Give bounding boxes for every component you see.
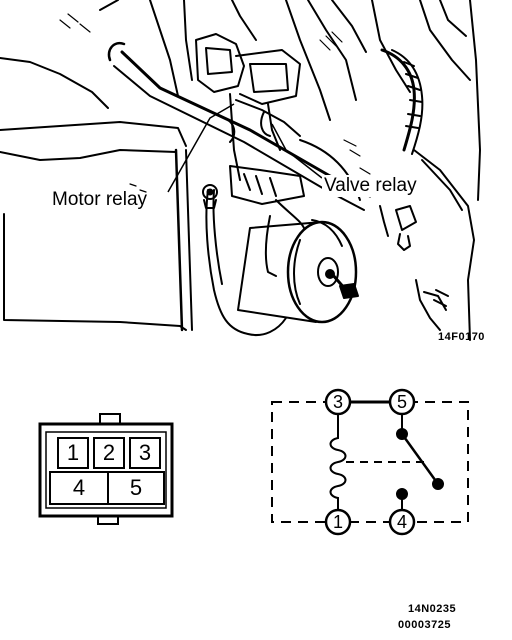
connector-cell-1 [57,437,89,469]
motor-relay-label: Motor relay [52,189,148,210]
connector-diagram [38,413,174,525]
contact-nc [396,488,408,500]
relay-schematic [271,388,469,536]
terminal-3 [324,388,352,416]
footer-code-1: 14N0235 [408,603,457,615]
connector-pin-3: 3 [138,440,152,465]
footer-code-2: 00003725 [398,619,451,631]
connector-bottom-tab [97,516,119,525]
relay-terminal-5-label: 5 [396,392,407,412]
relay-switch-arm [400,433,440,485]
connector-pin-4: 4 [72,475,86,500]
connector-body [38,422,174,518]
connector-pin-1: 1 [66,440,80,465]
valve-relay-label: Valve relay [322,175,419,197]
connector-cell-5 [107,471,165,505]
relay-housing [271,401,469,523]
callout-leaders [167,103,323,193]
relay-coil [329,414,347,510]
connector-cell-2 [93,437,125,469]
connector-pin-5: 5 [129,475,143,500]
connector-cell-3 [129,437,161,469]
contact-pivot [432,478,444,490]
engine-bay-illustration [0,0,481,341]
relay-terminal-4-label: 4 [396,512,407,532]
connector-inner-frame [45,431,167,509]
figure-code: 14F0170 [438,331,485,343]
motor-relay-leader [167,103,235,193]
terminal-1 [324,508,352,536]
connector-pin-2: 2 [102,440,116,465]
terminal-4 [388,508,416,536]
relay-terminal-3-label: 3 [332,392,343,412]
relay-terminal-1-label: 1 [332,512,343,532]
valve-relay-leader [271,123,323,179]
terminal-5 [388,388,416,416]
